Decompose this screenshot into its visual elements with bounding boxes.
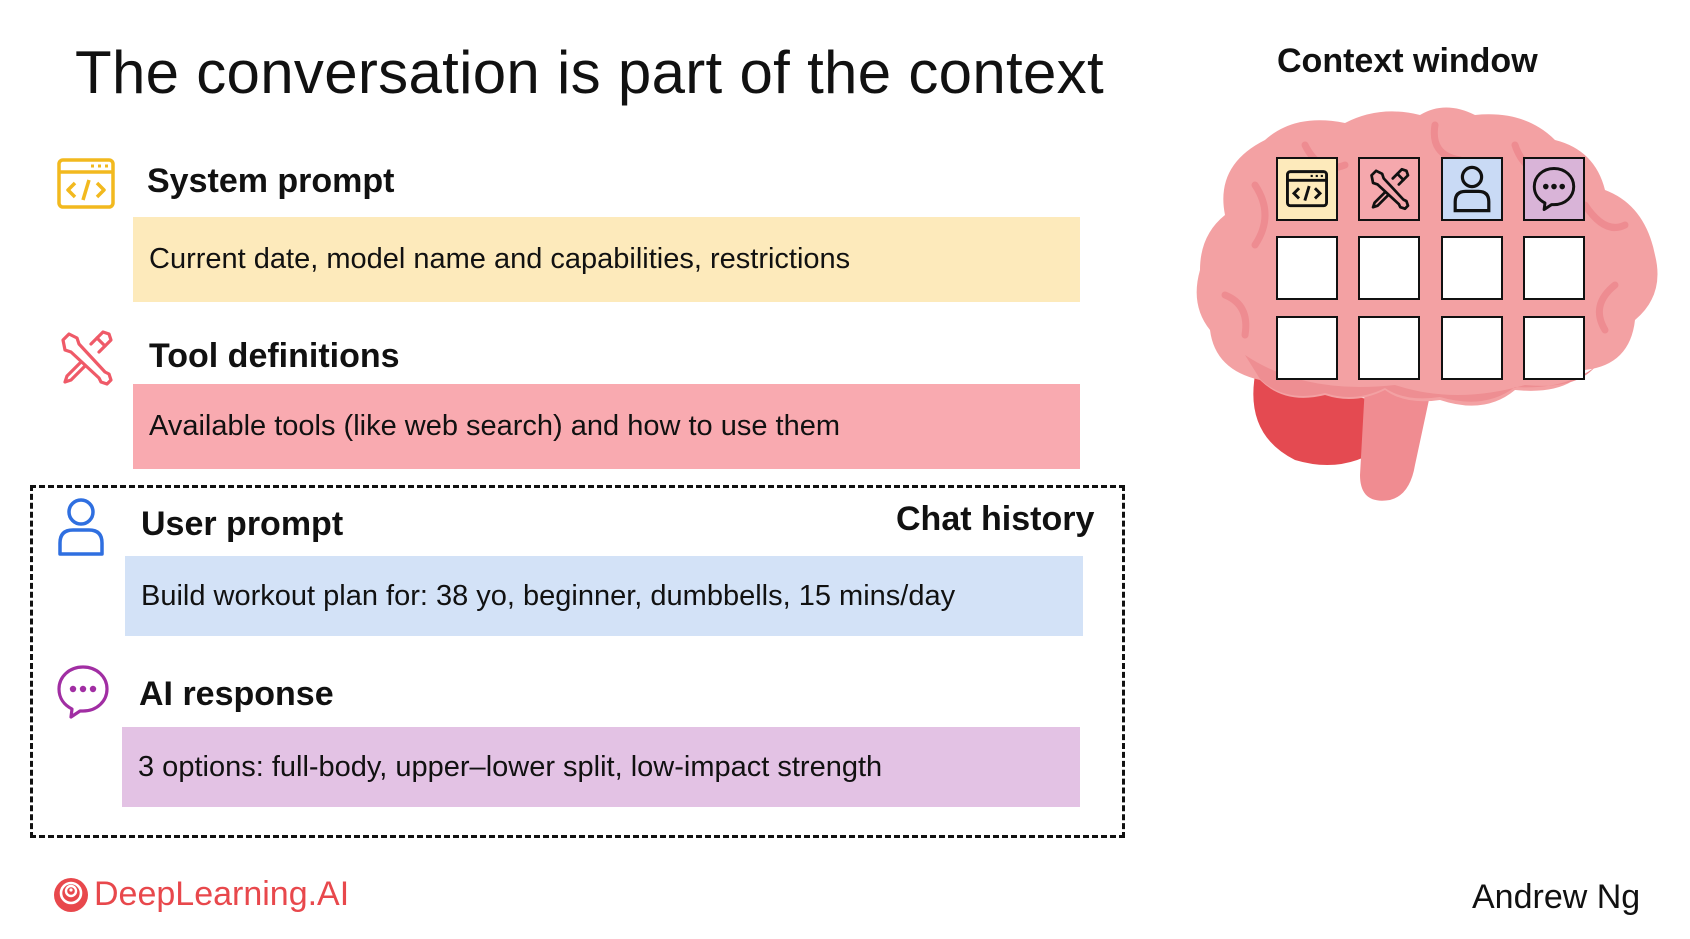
context-cell-ai [1523,157,1585,221]
context-cell-empty [1441,316,1503,380]
ai-response-title: AI response [139,675,334,713]
brand-name: DeepLearning.AI [94,875,350,913]
user-prompt-title: User prompt [141,505,344,543]
chat-bubble-icon [57,665,109,719]
context-cell-empty [1358,316,1420,380]
tools-icon [1370,167,1410,211]
user-prompt-bar: Build workout plan for: 38 yo, beginner,… [125,556,1083,636]
user-icon [58,498,104,556]
slide-title: The conversation is part of the context [75,39,1104,106]
tool-definitions-text: Available tools (like web search) and ho… [149,410,841,442]
user-prompt-text: Build workout plan for: 38 yo, beginner,… [141,579,956,612]
context-cell-system [1276,157,1338,221]
author-name: Andrew Ng [1472,878,1641,916]
context-cell-empty [1358,236,1420,300]
ai-response-text: 3 options: full-body, upper–lower split,… [138,750,883,783]
system-prompt-title: System prompt [147,162,395,200]
system-prompt-bar: Current date, model name and capabilitie… [133,217,1080,302]
chat-history-box [30,485,1125,838]
context-cell-empty [1276,236,1338,300]
deeplearning-logo: DeepLearning.AI [52,875,349,914]
code-window-icon [57,158,115,209]
ai-response-bar: 3 options: full-body, upper–lower split,… [122,727,1080,807]
context-cell-empty [1523,236,1585,300]
context-cell-empty [1441,236,1503,300]
tool-definitions-title: Tool definitions [149,337,400,375]
context-cell-tools [1358,157,1420,221]
deeplearning-logo-icon [54,877,88,912]
tools-icon [61,330,113,386]
chat-bubble-icon [1532,166,1576,212]
context-cell-empty [1276,316,1338,380]
context-cell-user [1441,157,1503,221]
user-icon [1453,165,1491,213]
context-window-title: Context window [1277,42,1538,80]
context-cell-empty [1523,316,1585,380]
chat-history-label: Chat history [896,500,1095,538]
code-window-icon [1286,170,1328,208]
tool-definitions-bar: Available tools (like web search) and ho… [133,384,1080,469]
system-prompt-text: Current date, model name and capabilitie… [149,243,851,275]
brain-illustration [1196,107,1658,501]
